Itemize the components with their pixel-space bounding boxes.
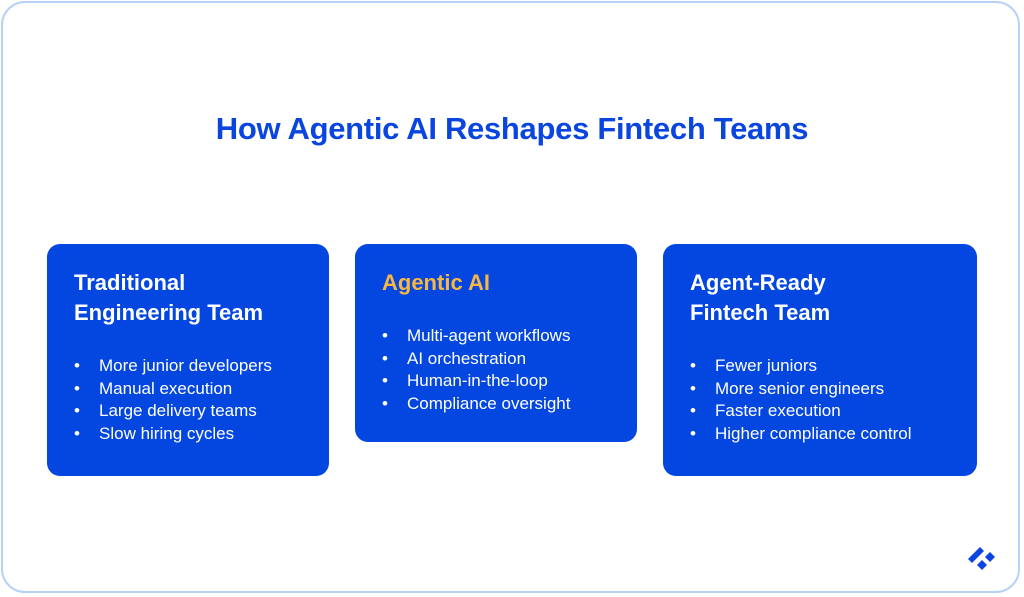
card-agentic-ai: Agentic AI •Multi-agent workflows •AI or… bbox=[355, 244, 637, 442]
bullet-icon: • bbox=[382, 326, 388, 345]
brand-logo-icon bbox=[966, 545, 1000, 575]
bullet-icon: • bbox=[74, 401, 80, 420]
card-heading: Traditional Engineering Team bbox=[74, 270, 264, 325]
list-item: •Manual execution bbox=[74, 378, 272, 401]
list-item: •Multi-agent workflows bbox=[382, 325, 570, 348]
bullet-icon: • bbox=[382, 371, 388, 390]
list-item: •More senior engineers bbox=[690, 378, 912, 401]
bullet-icon: • bbox=[74, 423, 80, 443]
bullet-icon: • bbox=[690, 356, 696, 375]
bullet-list: •Fewer juniors •More senior engineers •F… bbox=[690, 355, 912, 445]
card-heading: Agentic AI bbox=[382, 270, 490, 295]
card-heading: Agent-Ready Fintech Team bbox=[690, 270, 831, 325]
bullet-list: •More junior developers •Manual executio… bbox=[74, 355, 272, 445]
list-item: •Slow hiring cycles bbox=[74, 423, 272, 446]
list-item: •Compliance oversight bbox=[382, 393, 570, 416]
list-item: •Large delivery teams bbox=[74, 400, 272, 423]
list-item: •Faster execution bbox=[690, 400, 912, 423]
card-traditional-engineering-team: Traditional Engineering Team •More junio… bbox=[47, 244, 329, 476]
list-item: •More junior developers bbox=[74, 355, 272, 378]
bullet-icon: • bbox=[690, 378, 696, 398]
bullet-list: •Multi-agent workflows •AI orchestration… bbox=[382, 325, 570, 415]
list-item: •Fewer juniors bbox=[690, 355, 912, 378]
list-item: •AI orchestration bbox=[382, 348, 570, 371]
bullet-icon: • bbox=[690, 401, 696, 420]
page-title: How Agentic AI Reshapes Fintech Teams bbox=[215, 111, 809, 146]
bullet-icon: • bbox=[74, 356, 80, 375]
bullet-icon: • bbox=[382, 393, 388, 413]
list-item: •Higher compliance control bbox=[690, 423, 912, 446]
card-agent-ready-fintech-team: Agent-Ready Fintech Team •Fewer juniors … bbox=[663, 244, 977, 476]
list-item: •Human-in-the-loop bbox=[382, 370, 570, 393]
bullet-icon: • bbox=[382, 348, 388, 368]
bullet-icon: • bbox=[690, 423, 696, 443]
bullet-icon: • bbox=[74, 378, 80, 398]
